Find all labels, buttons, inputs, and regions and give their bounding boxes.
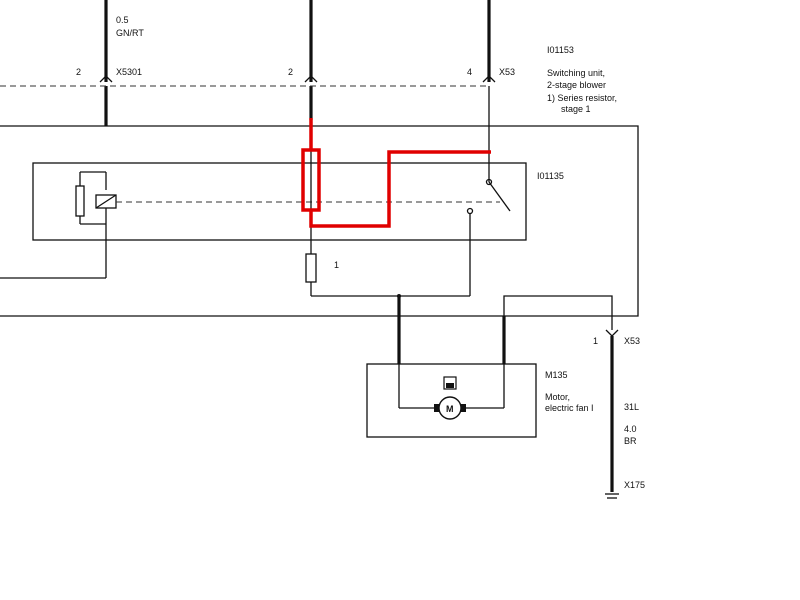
- ground-connector: [605, 329, 619, 499]
- relay-box: [32, 162, 527, 241]
- motor-desc-1: Motor,: [545, 392, 570, 402]
- relay-switch-icon: [466, 178, 511, 296]
- x53-right-pin-label: 1: [593, 336, 598, 346]
- i01153-id: I01153: [547, 45, 574, 55]
- x53-top-label: X53: [499, 67, 515, 77]
- wire-color-label: GN/RT: [116, 28, 144, 38]
- x53-right-label: X53: [624, 336, 640, 346]
- resistor-label: 1: [334, 260, 339, 270]
- x175-label: X175: [624, 480, 645, 490]
- motor-box: [366, 363, 537, 438]
- ground-gauge-label: 4.0: [624, 424, 637, 434]
- series-resistor-icon: [305, 253, 317, 283]
- i01153-note-1: 1) Series resistor,: [547, 93, 617, 103]
- i01135-id: I01135: [537, 171, 564, 181]
- i01153-note-2: stage 1: [561, 104, 591, 114]
- center-pin-label: 2: [288, 67, 293, 77]
- ground-circuit-label: 31L: [624, 402, 639, 412]
- i01153-desc-2: 2-stage blower: [547, 80, 606, 90]
- motor-id: M135: [545, 370, 568, 380]
- motor-return-wire: [503, 295, 613, 364]
- top-left-wire: [99, 0, 113, 126]
- top-right-wire: [482, 0, 496, 182]
- motor-icon: M: [398, 364, 505, 420]
- x5301-pin-label: 2: [76, 67, 81, 77]
- top-center-wire: [304, 0, 318, 120]
- relay-coil-icon: [75, 171, 117, 225]
- ground-color-label: BR: [624, 436, 637, 446]
- motor-desc-2: electric fan I: [545, 403, 594, 413]
- motor-symbol: M: [446, 404, 454, 414]
- i01153-desc-1: Switching unit,: [547, 68, 605, 78]
- x5301-label: X5301: [116, 67, 142, 77]
- x53-top-pin-label: 4: [467, 67, 472, 77]
- wire-gauge-label: 0.5: [116, 15, 129, 25]
- highlight-annotation: [301, 118, 491, 228]
- switching-unit-box: [0, 125, 639, 317]
